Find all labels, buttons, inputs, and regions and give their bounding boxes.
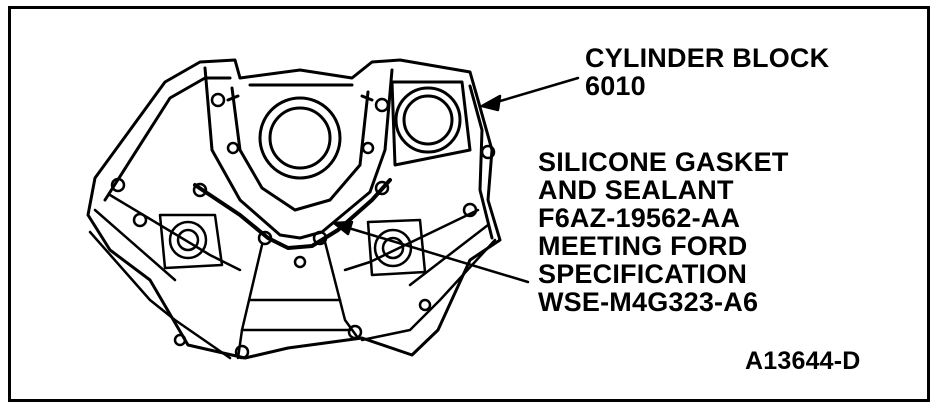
callout-line: SILICONE GASKET — [538, 147, 789, 177]
front-cover-area — [203, 66, 394, 240]
block-outline — [86, 58, 502, 360]
callout-line: AND SEALANT — [538, 175, 734, 205]
callout-line: 6010 — [585, 71, 646, 101]
callout-line: CYLINDER BLOCK — [585, 43, 830, 73]
auxiliary-bore — [390, 80, 472, 167]
right-bank — [343, 208, 497, 342]
callout-line: SPECIFICATION — [538, 259, 748, 289]
cylinder-block-callout: CYLINDER BLOCK 6010 — [585, 44, 829, 100]
figure-id: A13644-D — [745, 347, 861, 375]
sealant-bead — [193, 178, 392, 250]
callout-line: MEETING FORD — [538, 231, 748, 261]
left-bank — [88, 193, 242, 360]
leader-cylinder-block — [480, 76, 580, 112]
callout-line: WSE-M4G323-A6 — [538, 287, 759, 317]
bolt-holes — [110, 92, 496, 360]
leader-sealant — [332, 220, 530, 284]
sealant-callout: SILICONE GASKET AND SEALANT F6AZ-19562-A… — [538, 148, 789, 316]
lower-web — [236, 240, 360, 360]
callout-line: F6AZ-19562-AA — [538, 203, 741, 233]
